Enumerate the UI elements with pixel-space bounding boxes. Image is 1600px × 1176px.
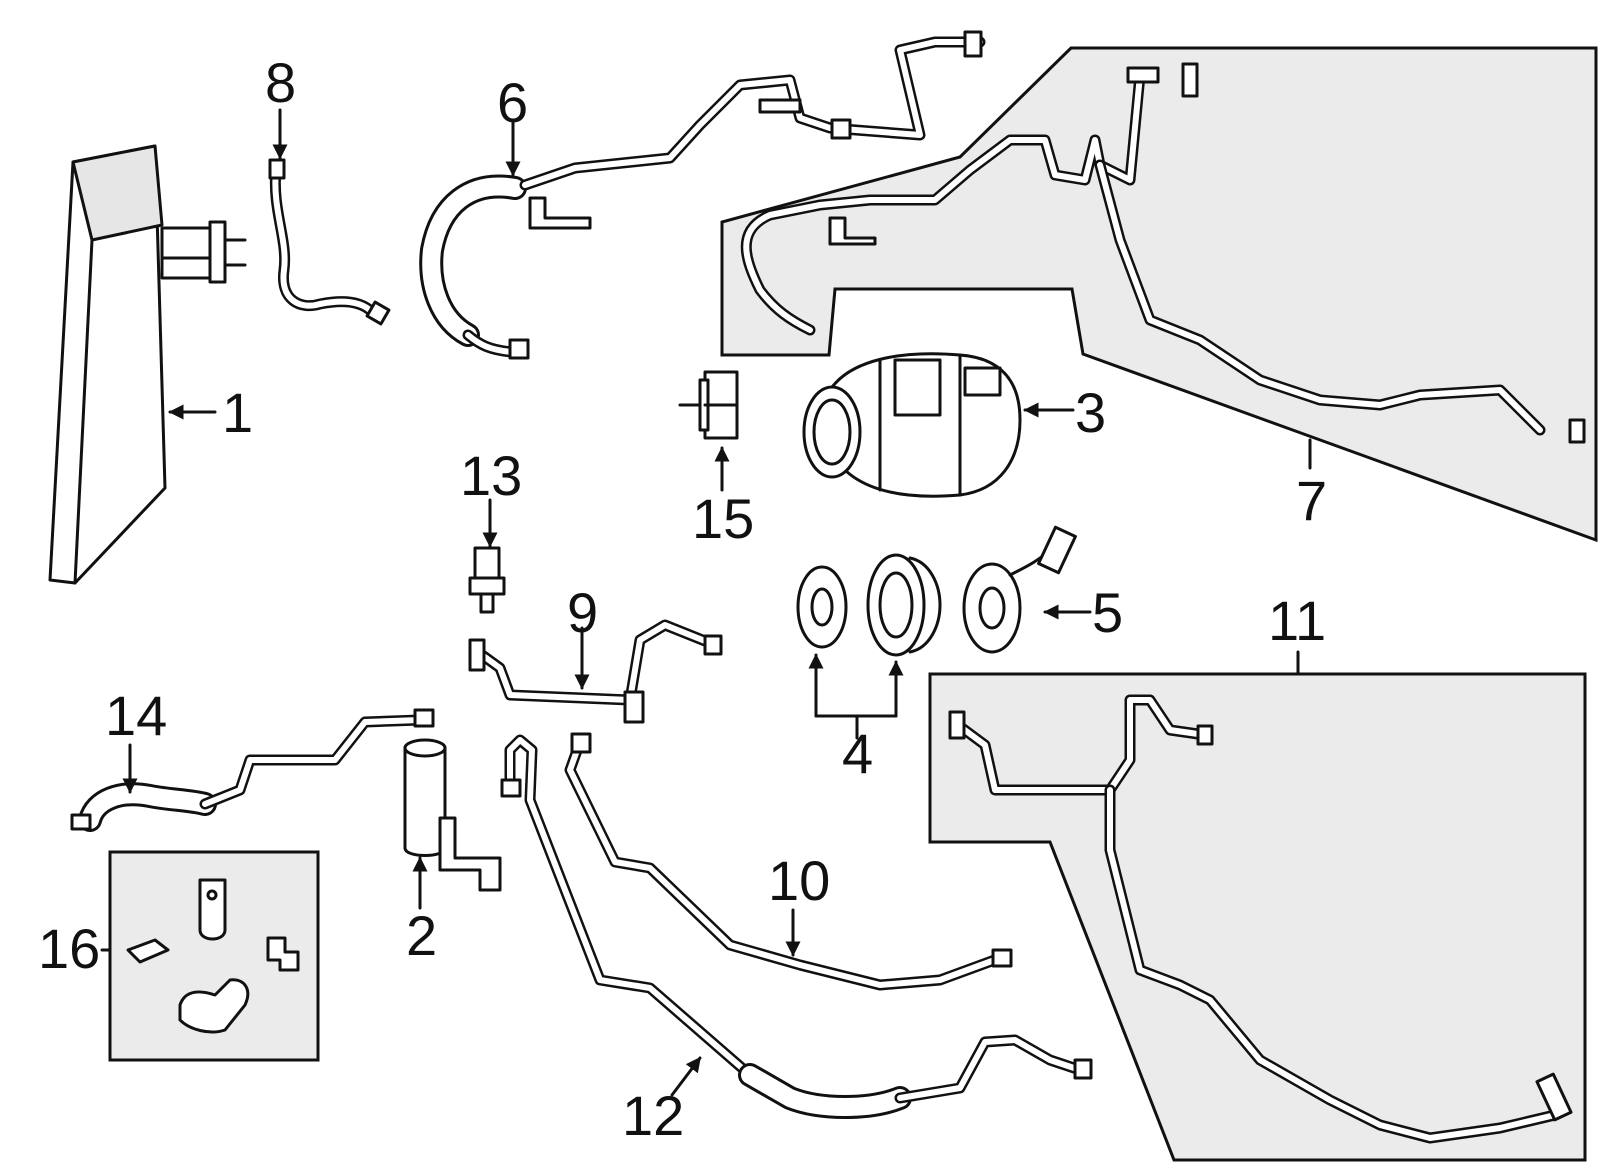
callout-7: 7 — [1296, 469, 1327, 532]
callout-5: 5 — [1092, 581, 1123, 644]
callout-6: 6 — [497, 71, 528, 134]
hose-part-14 — [70, 708, 435, 832]
switch-part-13 — [468, 546, 506, 614]
callout-14: 14 — [105, 684, 167, 747]
callout-8: 8 — [265, 51, 296, 114]
panel-7-background — [720, 46, 1598, 543]
callout-3: 3 — [1075, 381, 1106, 444]
hose-part-8 — [268, 158, 391, 326]
coil-part-5 — [962, 525, 1077, 654]
callout-2: 2 — [406, 904, 437, 967]
seal-kit-part-16 — [126, 878, 300, 1034]
tube-part-9 — [468, 619, 723, 724]
callout-10: 10 — [768, 849, 830, 912]
drier-part-2 — [403, 738, 502, 892]
callout-12: 12 — [622, 1084, 684, 1147]
panel-11-background — [928, 672, 1587, 1162]
hose-part-11 — [948, 694, 1573, 1144]
compressor-part — [802, 352, 1022, 498]
callout-1: 1 — [222, 381, 253, 444]
callout-4: 4 — [842, 722, 873, 785]
leader-lines — [100, 108, 1312, 1097]
hose-part-6 — [419, 30, 986, 360]
hose-part-10 — [564, 732, 1013, 991]
hose-part-12 — [500, 734, 1093, 1119]
callout-11: 11 — [1268, 589, 1326, 652]
hose-part-7 — [740, 62, 1586, 444]
condenser-part — [48, 144, 247, 585]
callout-16: 16 — [38, 917, 100, 980]
callout-13: 13 — [460, 444, 522, 507]
callout-9: 9 — [567, 581, 598, 644]
clutch-part-4 — [796, 553, 942, 657]
callout-15: 15 — [692, 487, 754, 550]
grommet-part-15 — [678, 370, 739, 440]
